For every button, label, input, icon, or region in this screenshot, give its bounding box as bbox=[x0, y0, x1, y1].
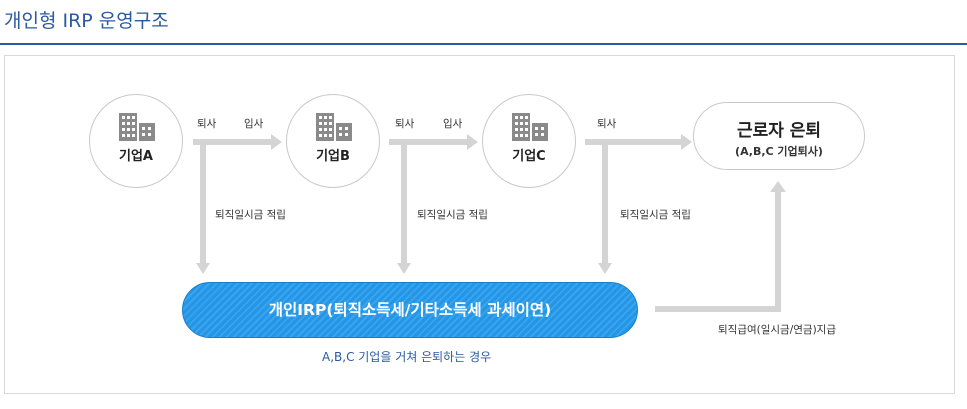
join-label-b: 입사 bbox=[244, 118, 264, 130]
company-label: 기업B bbox=[316, 149, 350, 164]
company-node-a: 기업A bbox=[89, 94, 183, 188]
arrow-c-down bbox=[602, 139, 608, 263]
company-node-b: 기업B bbox=[286, 94, 380, 188]
leave-label-b: 퇴사 bbox=[395, 118, 415, 130]
payout-label: 퇴직급여(일시금/연금)지급 bbox=[718, 324, 836, 336]
company-label: 기업A bbox=[119, 149, 153, 164]
arrow-a-down bbox=[200, 139, 206, 263]
accumulate-label-c: 퇴직일시금 적립 bbox=[620, 209, 691, 221]
leave-label-c: 퇴사 bbox=[597, 118, 617, 130]
arrow-irp-right bbox=[655, 306, 781, 312]
scenario-caption: A,B,C 기업을 거쳐 은퇴하는 경우 bbox=[322, 350, 492, 364]
building-icon bbox=[119, 113, 155, 141]
company-label: 기업C bbox=[512, 149, 546, 164]
building-icon bbox=[316, 113, 352, 141]
accumulate-label-b: 퇴직일시금 적립 bbox=[417, 209, 488, 221]
retirement-title: 근로자 은퇴 bbox=[736, 121, 822, 141]
arrow-a-to-b bbox=[193, 139, 271, 145]
arrow-b-to-c bbox=[389, 139, 467, 145]
arrow-b-down bbox=[401, 139, 407, 263]
irp-account-box: 개인IRP(퇴직소득세/기타소득세 과세이연) bbox=[182, 282, 638, 338]
company-node-c: 기업C bbox=[482, 94, 576, 188]
join-label-c: 입사 bbox=[443, 118, 463, 130]
arrow-irp-up bbox=[775, 192, 781, 312]
accumulate-label-a: 퇴직일시금 적립 bbox=[215, 209, 286, 221]
arrow-c-to-retire bbox=[585, 139, 681, 145]
retirement-subtitle: (A,B,C 기업퇴사) bbox=[735, 145, 823, 158]
retirement-node: 근로자 은퇴 (A,B,C 기업퇴사) bbox=[693, 102, 865, 170]
title-divider bbox=[0, 43, 967, 45]
page-title: 개인형 IRP 운영구조 bbox=[4, 10, 169, 32]
building-icon bbox=[512, 113, 548, 141]
leave-label-a: 퇴사 bbox=[197, 118, 217, 130]
